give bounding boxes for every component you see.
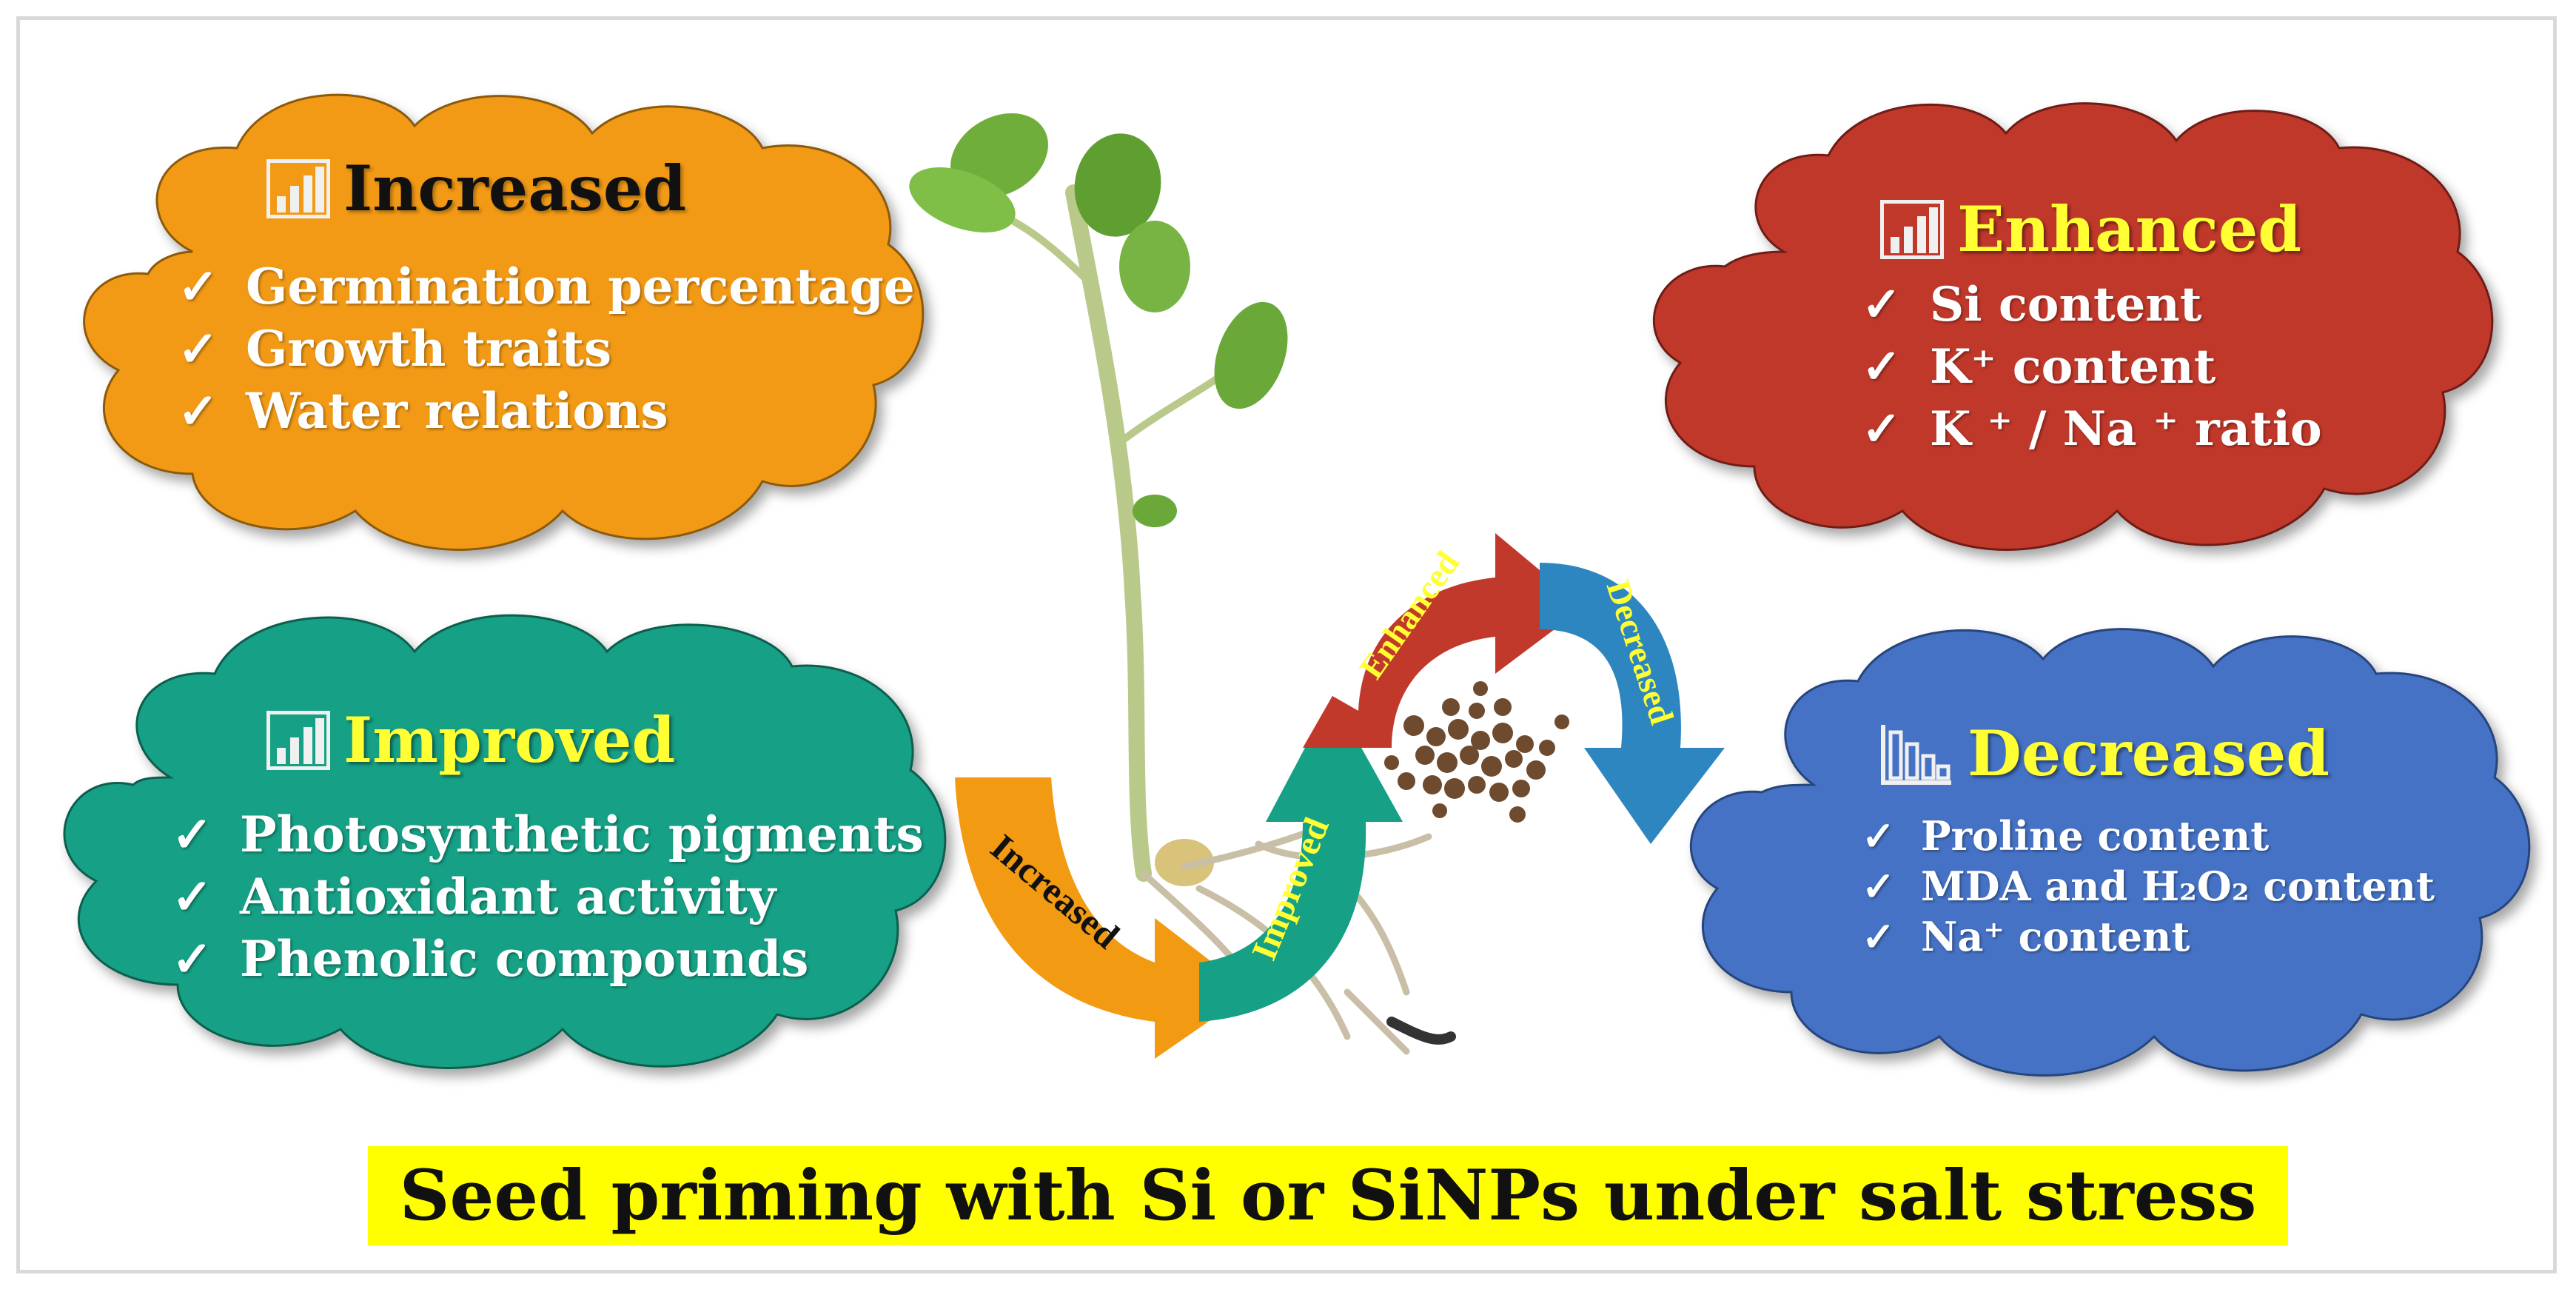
list-item-text: Germination percentage xyxy=(246,258,915,315)
arrow-enhanced xyxy=(1303,533,1584,748)
list-item: ✓ MDA and H₂O₂ content xyxy=(1862,861,2435,911)
list-item-text: Photosynthetic pigments xyxy=(240,806,924,863)
figure-border xyxy=(16,16,2557,1273)
list-item-text: Si content xyxy=(1930,277,2202,332)
cloud-improved-list: ✓ Photosynthetic pigments ✓ Antioxidant ac… xyxy=(172,803,924,990)
list-item-text: Proline content xyxy=(1921,812,2270,860)
cloud-decreased-title: Decreased xyxy=(1880,717,2330,790)
list-item: ✓ K⁺ content xyxy=(1862,336,2322,398)
list-item: ✓ K ⁺ / Na ⁺ ratio xyxy=(1862,398,2322,461)
list-item: ✓ Photosynthetic pigments xyxy=(172,803,924,866)
bar-chart-up-icon xyxy=(266,158,330,218)
list-item: ✓ Si content xyxy=(1862,274,2322,336)
list-item-text: K⁺ content xyxy=(1930,339,2216,395)
bar-chart-down-icon xyxy=(1881,724,1951,785)
list-item-text: Water relations xyxy=(246,382,668,440)
cloud-increased-title-text: Increased xyxy=(343,152,687,225)
check-icon: ✓ xyxy=(178,320,219,378)
check-icon: ✓ xyxy=(172,930,213,988)
check-icon: ✓ xyxy=(1862,863,1896,910)
check-icon: ✓ xyxy=(1862,401,1902,457)
bar-chart-up-icon xyxy=(266,710,330,770)
cloud-improved-title: Improved xyxy=(266,703,675,777)
cloud-decreased-title-text: Decreased xyxy=(1968,717,2330,790)
list-item-text: Antioxidant activity xyxy=(240,868,777,926)
check-icon: ✓ xyxy=(1862,277,1902,332)
list-item: ✓ Na⁺ content xyxy=(1862,911,2435,962)
list-item: ✓ Water relations xyxy=(178,380,915,442)
list-item-text: K ⁺ / Na ⁺ ratio xyxy=(1930,401,2322,457)
list-item: ✓ Germination percentage xyxy=(178,255,915,318)
silicon-nanoparticles xyxy=(1384,681,1569,823)
check-icon: ✓ xyxy=(172,868,213,926)
cloud-improved xyxy=(63,614,947,1069)
cloud-decreased-list: ✓ Proline content ✓ MDA and H₂O₂ content ✓… xyxy=(1862,811,2435,962)
list-item: ✓ Growth traits xyxy=(178,318,915,380)
cloud-enhanced-title-text: Enhanced xyxy=(1957,193,2301,266)
cloud-enhanced xyxy=(1652,102,2494,551)
list-item-text: Phenolic compounds xyxy=(240,930,809,988)
list-item: ✓ Proline content xyxy=(1862,811,2435,861)
check-icon: ✓ xyxy=(1862,339,1902,395)
check-icon: ✓ xyxy=(172,806,213,863)
arrow-increased xyxy=(955,777,1251,1059)
cloud-increased-list: ✓ Germination percentage ✓ Growth traits ✓… xyxy=(178,255,915,442)
list-item-text: MDA and H₂O₂ content xyxy=(1921,863,2435,910)
check-icon: ✓ xyxy=(178,258,219,315)
check-icon: ✓ xyxy=(178,382,219,440)
pea-seedling-illustration xyxy=(909,113,1569,1055)
list-item: ✓ Phenolic compounds xyxy=(172,928,924,990)
cloud-improved-title-text: Improved xyxy=(343,703,676,777)
bar-chart-up-icon xyxy=(1880,199,1944,259)
banner-caption: Seed priming with Si or SiNPs under salt… xyxy=(368,1146,2288,1245)
list-item-text: Growth traits xyxy=(246,320,612,378)
list-item-text: Na⁺ content xyxy=(1921,913,2190,960)
cloud-enhanced-title: Enhanced xyxy=(1880,193,2301,266)
list-item: ✓ Antioxidant activity xyxy=(172,866,924,928)
arrow-improved xyxy=(1199,696,1403,1022)
arrow-decreased xyxy=(1540,563,1725,844)
check-icon: ✓ xyxy=(1862,913,1896,960)
cloud-enhanced-list: ✓ Si content ✓ K⁺ content ✓ K ⁺ / Na ⁺ rati… xyxy=(1862,274,2322,461)
cloud-increased-title: Increased xyxy=(266,152,686,225)
check-icon: ✓ xyxy=(1862,812,1896,860)
